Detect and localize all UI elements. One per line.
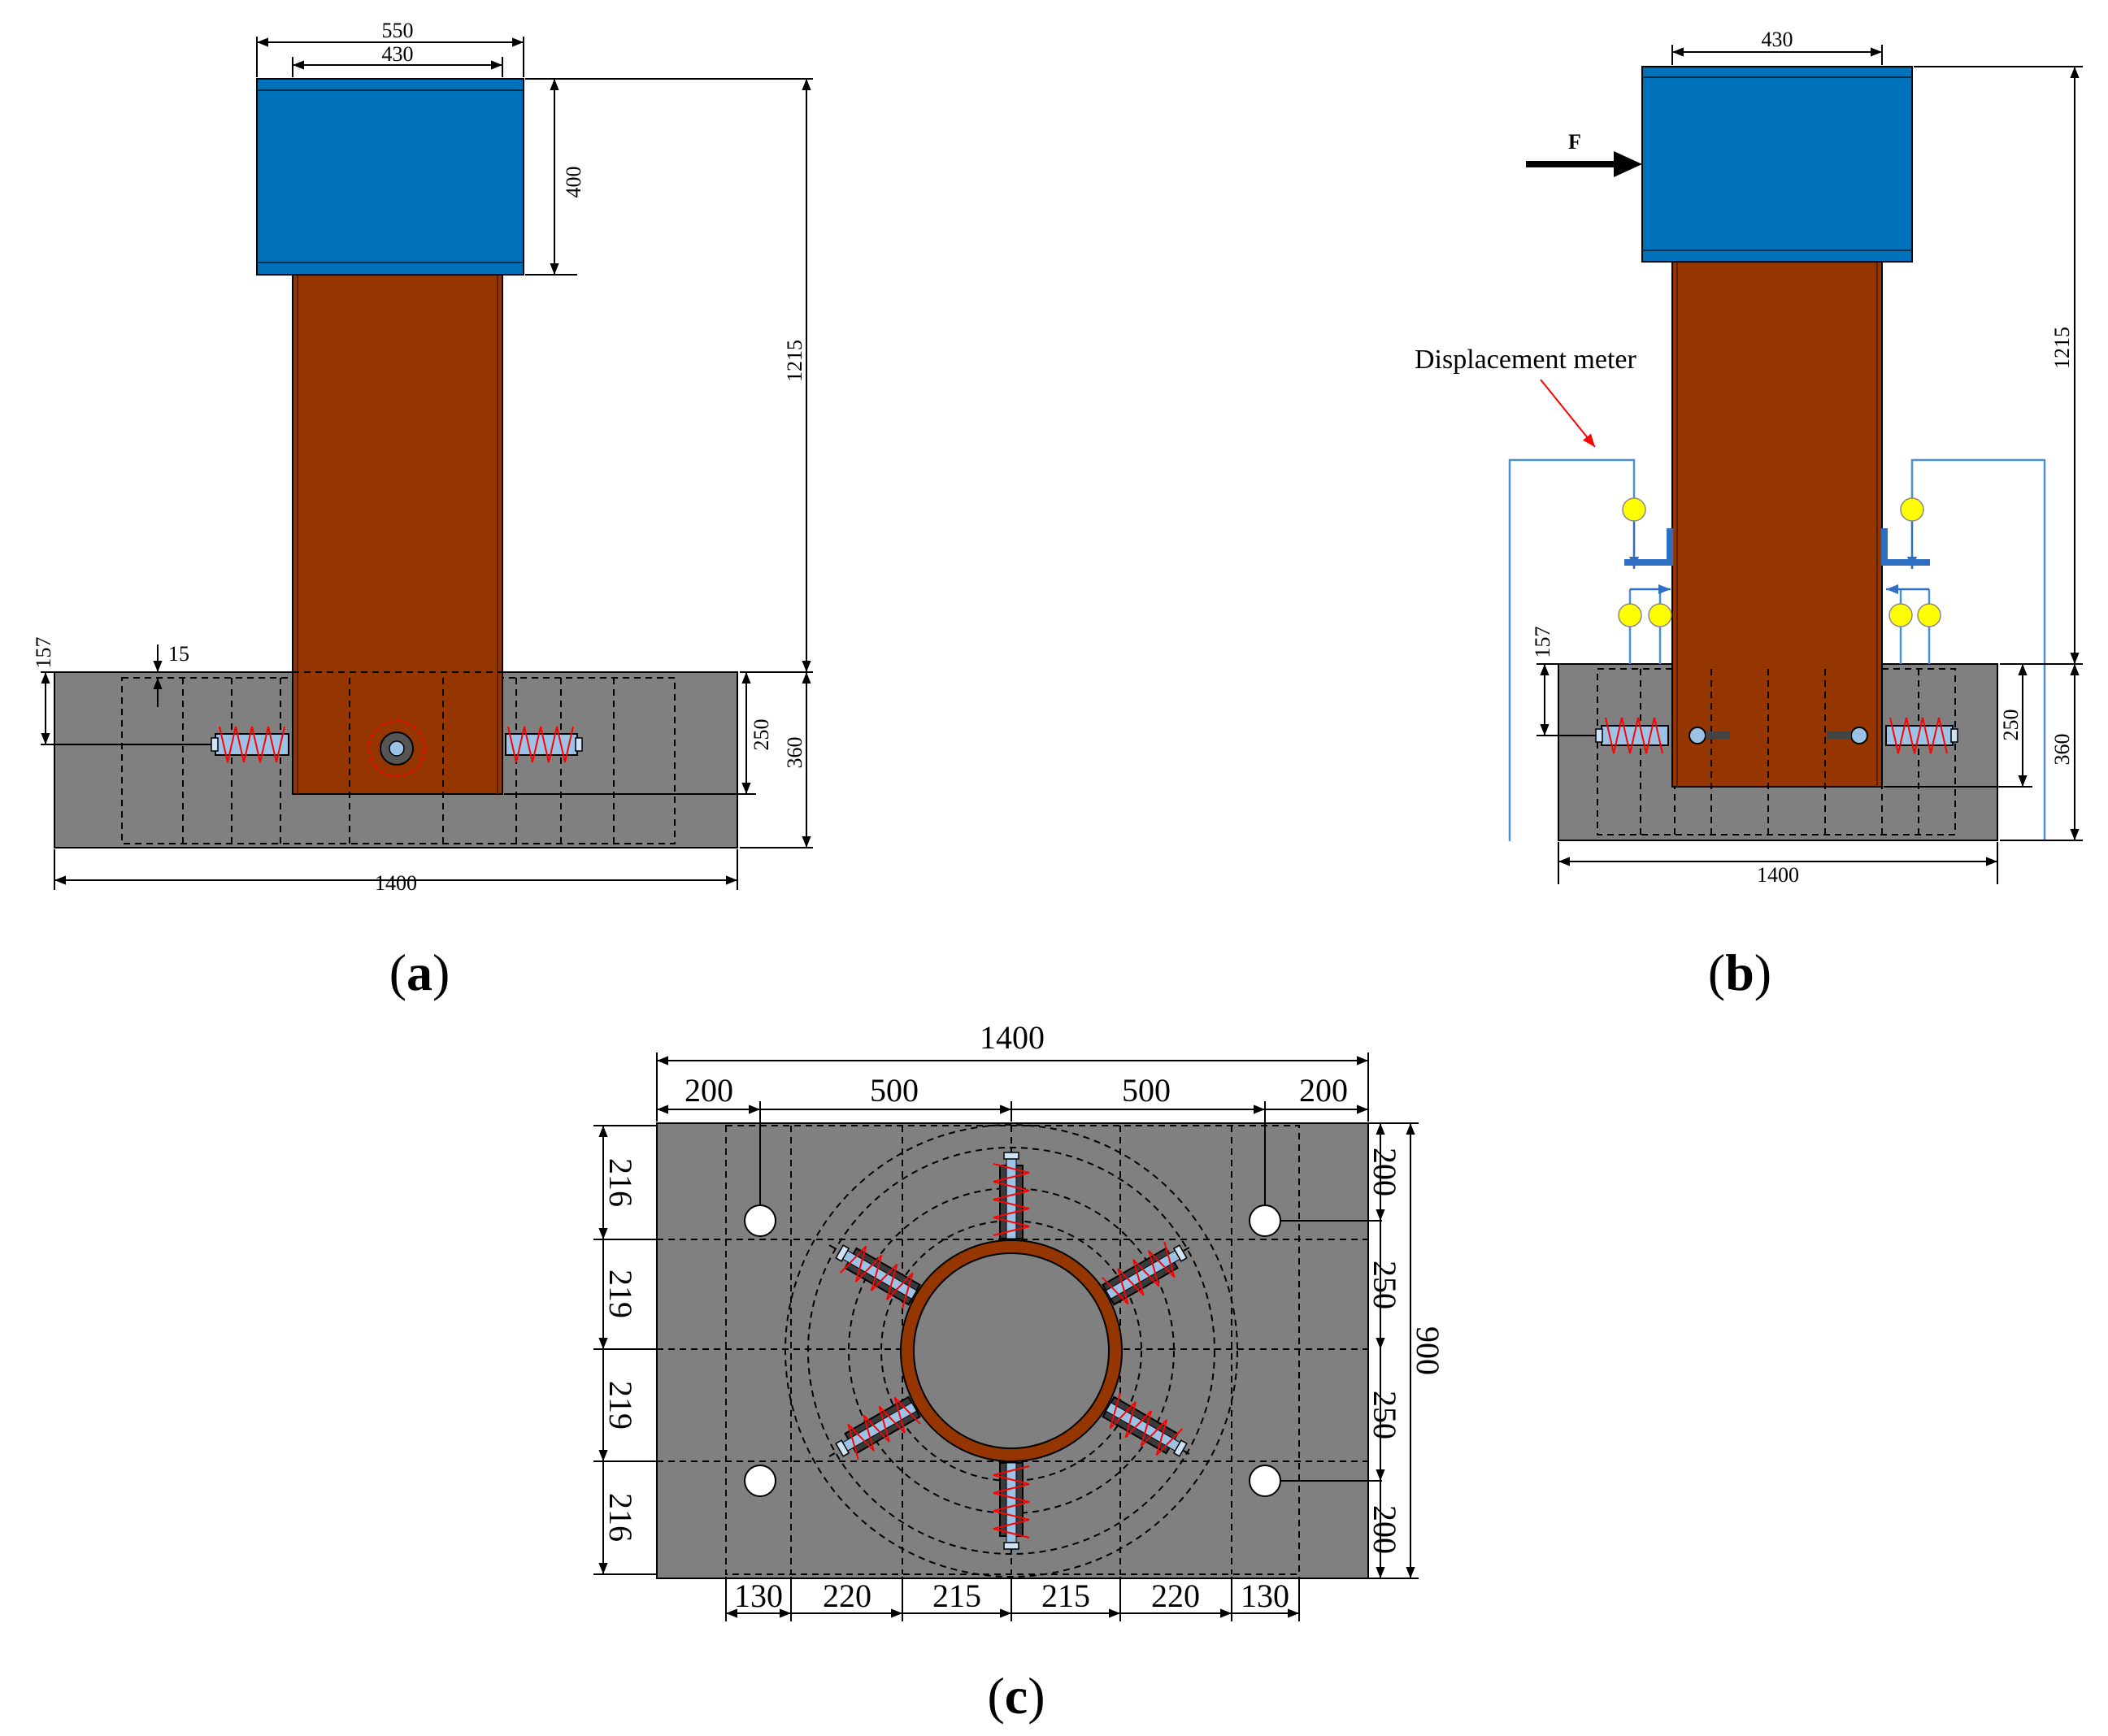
dim-a-foundation-width: 1400 xyxy=(375,871,417,895)
anchor-bolt-right xyxy=(505,726,583,763)
steel-column-b xyxy=(1671,258,1883,788)
dim-c-bottom-4: 215 xyxy=(1041,1578,1090,1614)
dim-c-right-3: 250 xyxy=(1367,1391,1403,1439)
anchor-bolt-left-b xyxy=(1541,717,1669,754)
loading-cap-b xyxy=(1641,66,1913,263)
angle-brackets xyxy=(1624,528,1930,566)
dim-a-cap-height: 400 xyxy=(562,167,585,198)
column-section xyxy=(901,1240,1122,1461)
hole-top-left xyxy=(744,1204,776,1237)
dim-b-bolt-depth: 157 xyxy=(1531,627,1554,658)
sensor-right-lower-2 xyxy=(1917,603,1941,627)
dim-c-top-2: 500 xyxy=(870,1072,919,1109)
caption-a: (a) xyxy=(389,944,450,1001)
dim-c-right-1: 200 xyxy=(1367,1148,1403,1196)
panel-b-test-setup: F xyxy=(1415,28,2083,1001)
dim-b-total-height: 1215 xyxy=(2050,327,2074,369)
anchor-bolt-left xyxy=(73,726,289,763)
sensor-right-upper xyxy=(1900,497,1924,522)
dim-c-left-2: 219 xyxy=(602,1269,639,1318)
dim-c-total-width: 1400 xyxy=(980,1019,1045,1056)
dim-a-bolt-depth: 157 xyxy=(32,637,55,669)
dim-c-bottom-6: 130 xyxy=(1241,1578,1289,1614)
dim-a-foundation-height: 360 xyxy=(783,737,806,769)
inner-bolts-b xyxy=(1689,727,1868,744)
dim-b-foundation-height: 360 xyxy=(2050,734,2074,766)
dim-a-embed-depth: 250 xyxy=(750,719,773,751)
loading-cap xyxy=(256,78,524,276)
dim-c-right-2: 250 xyxy=(1367,1261,1403,1309)
force-arrow: F xyxy=(1526,130,1642,177)
steel-column xyxy=(292,273,503,795)
anchor-bolt-right-b xyxy=(1885,717,1958,754)
radial-bolt xyxy=(993,1462,1030,1550)
dim-c-bottom-2: 220 xyxy=(823,1578,871,1614)
dim-c-bottom-5: 220 xyxy=(1151,1578,1200,1614)
hole-bottom-left xyxy=(744,1465,776,1497)
hole-bottom-right xyxy=(1249,1465,1281,1497)
center-bolt-section xyxy=(368,720,425,777)
radial-bolt xyxy=(993,1152,1030,1239)
dim-a-total-height: 1215 xyxy=(783,340,806,382)
panel-a-elevation: 550 430 400 1215 360 250 157 15 1400 (a) xyxy=(32,19,813,1001)
dim-c-bottom-3: 215 xyxy=(932,1578,981,1614)
dim-c-top-1: 200 xyxy=(685,1072,733,1109)
dim-a-column-width: 430 xyxy=(382,42,414,66)
dim-c-right-total: 900 xyxy=(1410,1326,1446,1375)
dim-c-left-4: 216 xyxy=(602,1493,639,1542)
radial-bolt xyxy=(1102,1392,1188,1457)
dim-c-left-1: 216 xyxy=(602,1158,639,1207)
displacement-meter-label: Displacement meter xyxy=(1415,345,1637,375)
dim-a-plate-thickness: 15 xyxy=(168,642,189,666)
dim-a-cap-width: 550 xyxy=(382,19,414,42)
panel-c-plan: 1400 200 500 500 200 216 219 219 216 200… xyxy=(593,1019,1446,1725)
radial-bolt xyxy=(835,1395,921,1460)
dim-c-bottom-1: 130 xyxy=(734,1578,783,1614)
dim-b-embed-depth: 250 xyxy=(1999,710,2023,741)
radial-bolt-group xyxy=(835,1152,1188,1550)
radial-bolt xyxy=(1102,1241,1188,1306)
force-label: F xyxy=(1568,130,1581,154)
dim-c-top-3: 500 xyxy=(1122,1072,1171,1109)
sensor-left-lower-1 xyxy=(1618,603,1642,627)
dim-c-right-4: 200 xyxy=(1367,1505,1403,1554)
dim-c-top-4: 200 xyxy=(1299,1072,1348,1109)
displacement-sensors xyxy=(1618,497,1941,627)
dim-c-left-3: 219 xyxy=(602,1381,639,1430)
sensor-left-lower-2 xyxy=(1648,603,1672,627)
hole-top-right xyxy=(1249,1204,1281,1237)
dim-b-foundation-width: 1400 xyxy=(1757,863,1799,887)
sensor-left-upper xyxy=(1622,497,1646,522)
caption-b: (b) xyxy=(1708,944,1771,1001)
sensor-right-lower-1 xyxy=(1889,603,1913,627)
dim-b-column-width: 430 xyxy=(1762,28,1793,51)
radial-bolt xyxy=(835,1244,921,1309)
caption-c: (c) xyxy=(987,1667,1045,1725)
anchor-holes xyxy=(744,1204,1281,1497)
